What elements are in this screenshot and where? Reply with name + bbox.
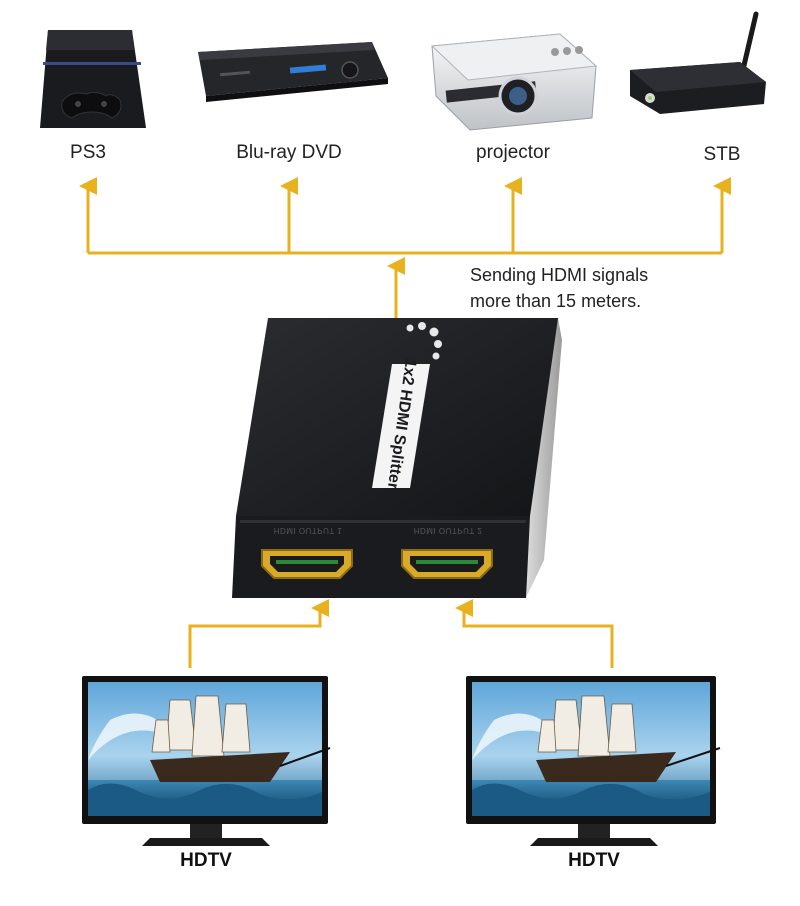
bluray-label: Blu-ray DVD bbox=[236, 142, 342, 163]
port-1-label: HDMI OUTPUT 1 bbox=[273, 526, 343, 535]
input-connector bbox=[188, 599, 614, 668]
projector-icon bbox=[430, 33, 598, 131]
hdtv-left-icon bbox=[82, 676, 331, 846]
hdmi-port-1 bbox=[261, 549, 353, 579]
note-line-1: Sending HDMI signals bbox=[470, 265, 649, 285]
projector-label: projector bbox=[476, 142, 550, 163]
hdtv-right-label: HDTV bbox=[568, 850, 620, 871]
ps3-label: PS3 bbox=[70, 142, 106, 163]
stb-icon bbox=[630, 11, 766, 114]
stb-label: STB bbox=[703, 144, 741, 165]
hdtv-left-label: HDTV bbox=[180, 850, 232, 871]
hdtv-right-icon bbox=[466, 676, 721, 846]
bluray-player-icon bbox=[198, 42, 388, 102]
note-line-2: more than 15 meters. bbox=[470, 291, 642, 311]
ps3-icon bbox=[40, 30, 146, 128]
port-2-label: HDMI OUTPUT 2 bbox=[413, 526, 483, 535]
hdmi-port-2 bbox=[401, 549, 493, 579]
output-connector bbox=[79, 177, 731, 318]
signal-distance-note: Sending HDMI signals more than 15 meters… bbox=[470, 262, 648, 314]
